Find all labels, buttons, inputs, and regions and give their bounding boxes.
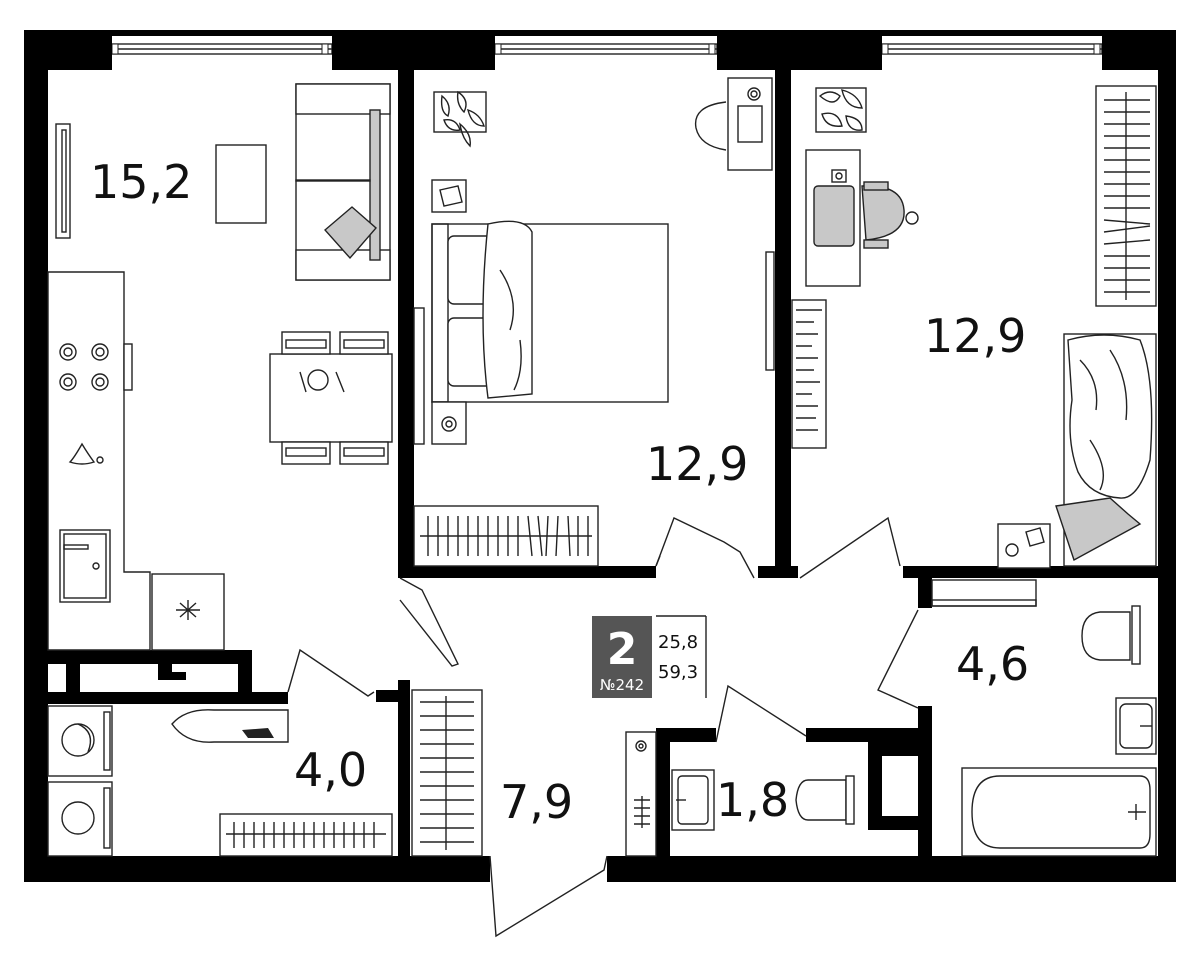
window-living <box>111 43 333 55</box>
living-kitchen-area-label: 15,2 <box>90 155 192 209</box>
wc-furniture <box>625 684 855 857</box>
kitchen-counter <box>47 271 225 651</box>
wc-area-label: 1,8 <box>716 773 789 827</box>
rooms-count: 2 <box>607 624 638 675</box>
second-bedroom-area-label: 12,9 <box>924 309 1026 363</box>
laundry-area-label: 4,0 <box>294 743 367 797</box>
wardrobe-2 <box>1095 85 1157 307</box>
second-bedroom-furniture <box>791 85 1157 579</box>
windows <box>111 43 1103 55</box>
window-second-bedroom <box>881 43 1103 55</box>
laundry-furniture <box>47 648 393 857</box>
plant-icon-2 <box>815 87 867 133</box>
dining-set <box>269 331 393 465</box>
wardrobe <box>413 505 599 567</box>
coffee-table <box>215 144 267 224</box>
bathroom-area-label: 4,6 <box>956 637 1029 691</box>
window-bedroom <box>494 43 718 55</box>
plant-icon <box>433 90 487 148</box>
hall-area-label: 7,9 <box>500 775 573 829</box>
bathroom-furniture <box>877 579 1157 857</box>
area-labels: 15,2 12,9 12,9 4,0 7,9 1,8 4,6 <box>90 155 1029 829</box>
apartment-summary-badge: 2 №242 25,8 59,3 <box>592 615 707 698</box>
hall-furniture <box>399 577 608 938</box>
bedroom-furniture <box>413 77 775 579</box>
bedroom-area-label: 12,9 <box>646 437 748 491</box>
walls <box>24 30 1176 882</box>
living-kitchen-furniture <box>47 83 393 651</box>
rooms-count-box <box>592 616 652 698</box>
apartment-number: №242 <box>600 676 644 694</box>
total-area-value: 59,3 <box>658 662 698 683</box>
tv-unit <box>55 123 71 239</box>
sofa <box>295 83 391 281</box>
living-area-value: 25,8 <box>658 632 698 653</box>
